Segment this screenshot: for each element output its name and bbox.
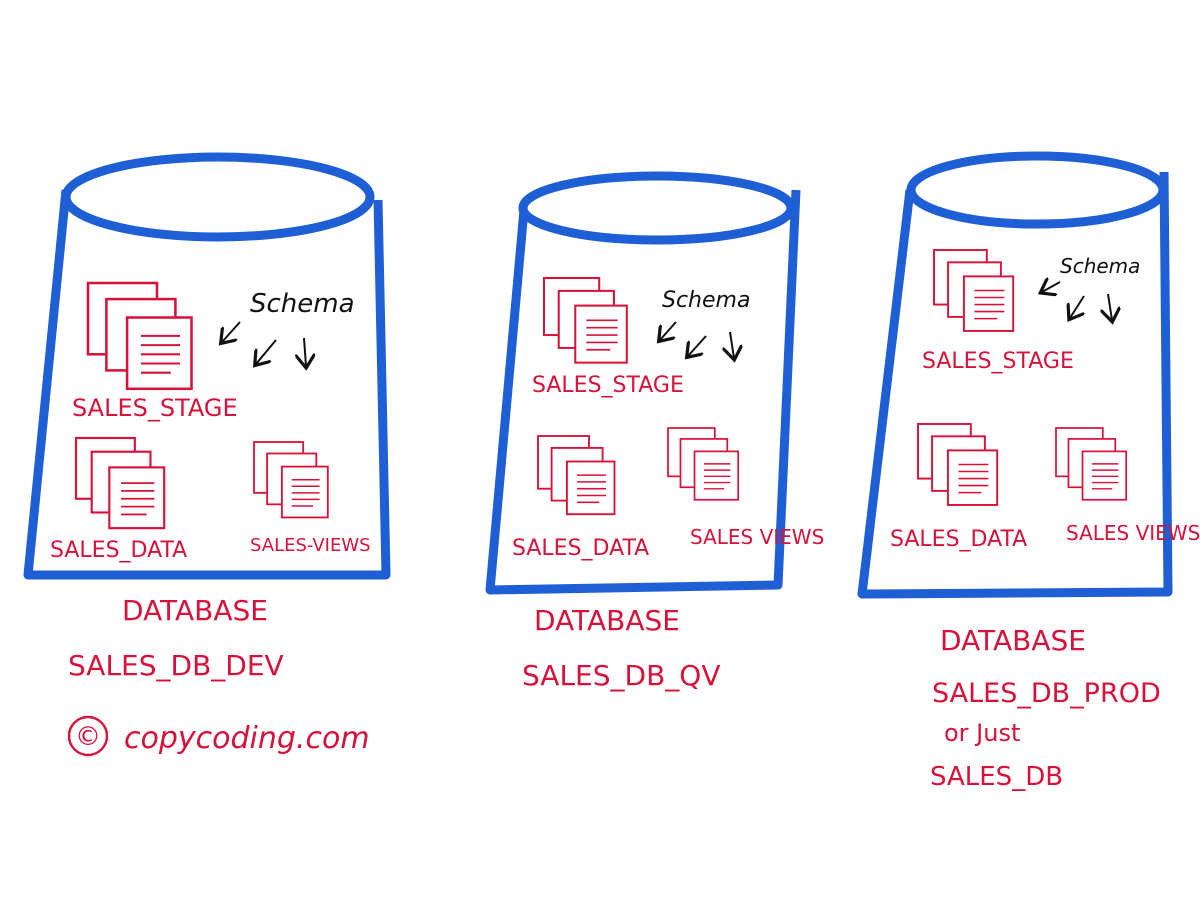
schema-icon-sales-stage (542, 276, 628, 364)
schema-name-sales-data: SALES_DATA (890, 527, 1027, 552)
schema-name-sales-stage: SALES_STAGE (532, 373, 684, 398)
copyright-symbol: © (75, 722, 101, 752)
schema-icon-sales-views (253, 441, 329, 519)
cylinder-top (906, 151, 1168, 229)
schema-label: Schema (250, 289, 355, 319)
database-caption-qv-2: SALES_DB_QV (522, 659, 720, 692)
schema-name-sales-data: SALES_DATA (50, 538, 187, 563)
database-caption-dev-2: SALES_DB_DEV (68, 649, 284, 682)
database-caption-qv-1: DATABASE (534, 604, 680, 637)
database-caption-prod-2: SALES_DB_PROD (932, 678, 1161, 709)
database-caption-prod-3: or Just (944, 719, 1020, 747)
database-caption-dev-1: DATABASE (122, 594, 268, 627)
schema-name-sales-stage: SALES_STAGE (72, 394, 238, 422)
cylinder-top (61, 152, 375, 242)
schema-name-sales-data: SALES_DATA (512, 536, 649, 561)
schema-label: Schema (1060, 254, 1140, 278)
cylinder-body (23, 189, 391, 580)
database-cylinder-qv: Schema SALES_STAGE SALES_DATA SALES VIEW… (485, 171, 824, 595)
schema-name-sales-views: SALES VIEWS (690, 525, 824, 549)
schema-icon-sales-data (917, 423, 999, 506)
arrow-icons (222, 321, 306, 366)
arrow-icons (1042, 282, 1112, 320)
arrow-icons (660, 321, 734, 358)
database-cylinder-prod: Schema SALES_STAGE SALES_DATA SALES VIEW… (857, 151, 1200, 599)
schema-name-sales-views: SALES-VIEWS (250, 535, 371, 556)
schema-icon-sales-views (667, 427, 740, 501)
cylinder-body (485, 189, 801, 595)
database-cylinder-dev: Schema SALES_STAGE SALES_DATA SALES-VIEW… (23, 152, 391, 580)
schema-icon-sales-stage (86, 281, 193, 391)
schema-icon-sales-stage (933, 249, 1015, 332)
schema-label: Schema (662, 288, 750, 313)
schema-icon-sales-data (74, 436, 166, 530)
database-caption-prod-4: SALES_DB (930, 762, 1063, 792)
database-caption-prod-1: DATABASE (940, 624, 1086, 657)
schema-icon-sales-views (1055, 427, 1128, 501)
copyright-circle-icon (67, 715, 109, 757)
copyright-text: copycoding.com (124, 721, 370, 756)
cylinder-top (518, 171, 796, 245)
schema-name-sales-stage: SALES_STAGE (922, 349, 1074, 374)
copyright-mark: © copycoding.com (67, 715, 370, 757)
cylinder-body (857, 171, 1173, 599)
schema-name-sales-views: SALES VIEWS (1066, 521, 1200, 545)
schema-icon-sales-data (537, 435, 616, 516)
